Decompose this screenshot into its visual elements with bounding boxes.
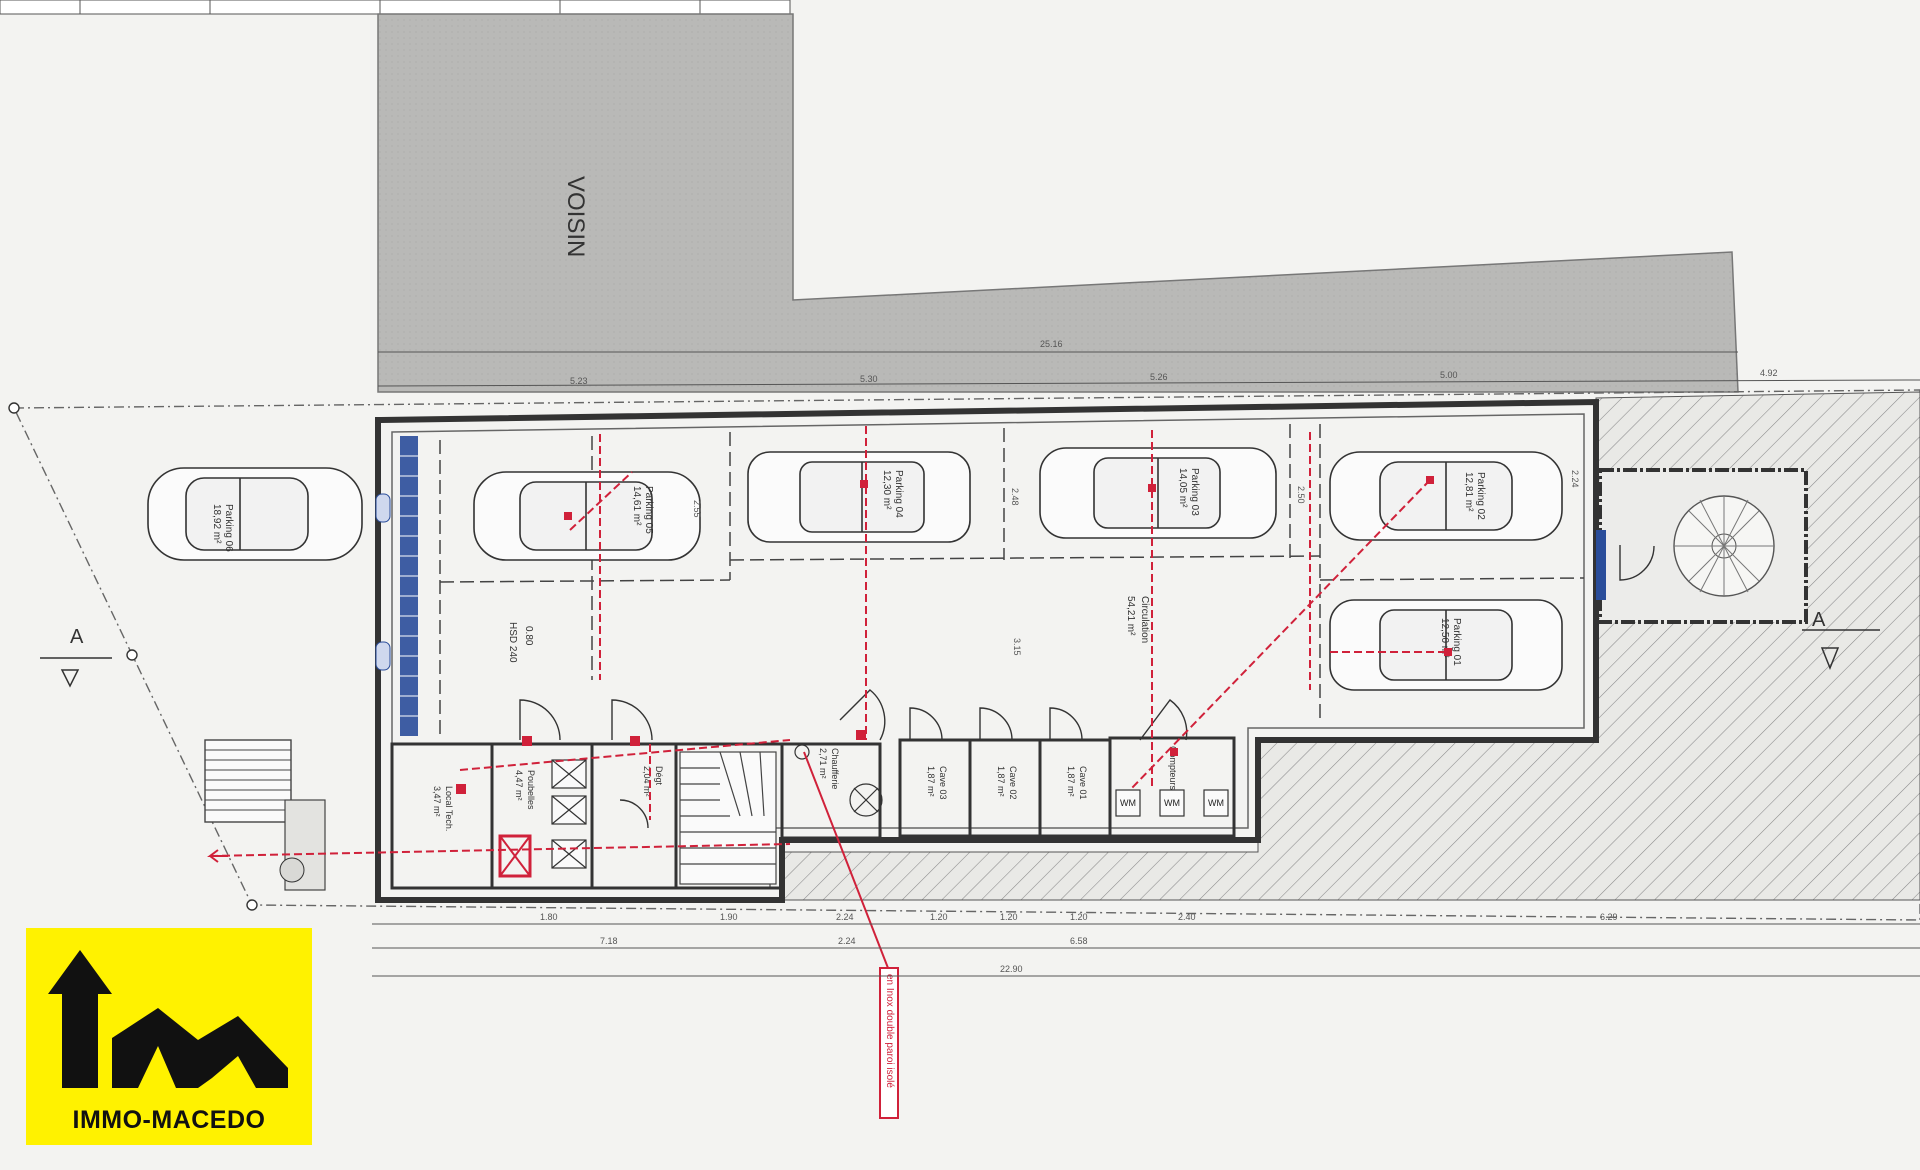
meter-label: WM [1164, 798, 1180, 808]
top-segment-dimension: 4.92 [1760, 368, 1778, 378]
parking-labels: Parking 06 18,92 m² Parking 05 14,61 m² … [211, 468, 1486, 666]
room-area: 2,04 m² [642, 766, 652, 797]
section-label-left: A [70, 626, 84, 648]
room-area: 2,71 m² [818, 748, 828, 779]
bottom-segment-dimension: 1.20 [1000, 912, 1018, 922]
vertical-dimensions: 2.55 2.48 3.15 2.50 2.24 [692, 470, 1580, 656]
room-name: Cave 03 [938, 766, 948, 800]
bottom-segment-dimension: 1.90 [720, 912, 738, 922]
top-segment-dimension: 5.00 [1440, 370, 1458, 380]
parking-01-area: 12,50 m² [1439, 618, 1450, 658]
neighbor-label: VOISIN [562, 176, 589, 257]
hsd-label: HSD 240 [507, 622, 518, 663]
room-name: Cave 01 [1078, 766, 1088, 800]
boiler [794, 744, 883, 817]
service-rooms [390, 736, 1236, 890]
room-name: Poubelles [526, 770, 536, 810]
cars [147, 447, 1563, 691]
parking-dividers [439, 424, 1585, 740]
top-segment-dimension: 5.26 [1150, 372, 1168, 382]
car-01 [1329, 599, 1563, 691]
staircase-tower [1596, 468, 1808, 624]
section-label-right: A [1812, 609, 1826, 631]
bottom-segment-dimension: 1.80 [540, 912, 558, 922]
arrow-left [207, 849, 228, 863]
meter-labels: WM WM WM [1120, 798, 1224, 808]
logo-text: IMMO-MACEDO [72, 1106, 266, 1134]
parking-06-name: Parking 06 [223, 504, 234, 552]
meter-label: WM [1120, 798, 1136, 808]
title-block-strip [0, 0, 791, 15]
top-dimensions: 25.16 5.23 5.30 5.26 5.00 4.92 [377, 339, 1920, 387]
vertical-dimension: 2.24 [1570, 470, 1580, 488]
room-area: 3,47 m² [432, 786, 442, 817]
room-name: Chaufferie [830, 748, 840, 789]
car-06 [147, 467, 363, 561]
parking-01-name: Parking 01 [1451, 618, 1462, 666]
room-area: 1,87 m² [996, 766, 1006, 797]
room-name: Compteurs [1168, 746, 1178, 791]
logo-mark-icon [48, 950, 288, 1088]
bin-equipment [498, 759, 587, 878]
access-ramp [375, 436, 418, 736]
neighbor-building: VOISIN [377, 13, 1739, 393]
parking-05-name: Parking 05 [643, 486, 654, 534]
car-02 [1329, 451, 1563, 541]
room-name: Dégt [654, 766, 664, 786]
bottom-total-dimension: 7.18 [600, 936, 618, 946]
vertical-dimension: 2.50 [1296, 486, 1306, 504]
bottom-segment-dimension: 1.20 [1070, 912, 1088, 922]
room-name: Local Tech. [444, 786, 454, 831]
vertical-dimension: 2.48 [1010, 488, 1020, 506]
water-meters [1115, 789, 1229, 817]
bottom-total-dimension: 6.58 [1070, 936, 1088, 946]
car-04 [747, 451, 971, 543]
parking-05-area: 14,61 m² [631, 486, 642, 526]
car-05 [473, 471, 701, 561]
bottom-segment-dimension: 2.24 [836, 912, 854, 922]
room-area: 1,87 m² [1066, 766, 1076, 797]
meter-label: WM [1208, 798, 1224, 808]
parking-03-area: 14,05 m² [1177, 468, 1188, 508]
room-area: 4,47 m² [514, 770, 524, 801]
hsd-dimension: 0.80 [523, 626, 534, 646]
car-03 [1039, 447, 1277, 539]
bottom-overall-dimension: 22.90 [1000, 964, 1023, 974]
parking-04-name: Parking 04 [893, 470, 904, 518]
circulation-name: Circulation [1139, 596, 1150, 643]
parking-02-name: Parking 02 [1475, 472, 1486, 520]
parking-04-area: 12,30 m² [881, 470, 892, 510]
room-area: 1,87 m² [926, 766, 936, 797]
top-overall-dimension: 25.16 [1040, 339, 1063, 349]
bottom-total-dimension: 2.24 [838, 936, 856, 946]
interior-stairs [679, 751, 777, 885]
room-name: Cave 02 [1008, 766, 1018, 800]
external-stairs [204, 739, 326, 891]
parking-06-area: 18,92 m² [211, 504, 222, 544]
parking-03-name: Parking 03 [1189, 468, 1200, 516]
door-swings [519, 545, 1655, 829]
top-segment-dimension: 5.23 [570, 376, 588, 386]
site-boundary [12, 389, 1920, 921]
bottom-segment-dimension: 2.40 [1178, 912, 1196, 922]
section-markers: A A [40, 609, 1880, 688]
vertical-dimension: 3.15 [1012, 638, 1022, 656]
bottom-segment-dimension: 1.20 [930, 912, 948, 922]
vertical-dimension: 2.55 [692, 500, 702, 518]
grid-markers [8, 402, 258, 911]
circulation-area: 54,21 m² [1125, 596, 1136, 636]
flue-callout: en Inox double paroi isolé [803, 751, 899, 1119]
room-labels: Local Tech. 3,47 m² Poubelles 4,47 m² Dé… [432, 746, 1178, 831]
company-logo: IMMO-MACEDO [26, 928, 312, 1145]
callout-text: en Inox double paroi isolé [884, 974, 895, 1088]
bottom-dimensions: 1.80 1.90 2.24 1.20 1.20 1.20 2.40 6.29 … [372, 912, 1920, 977]
parking-02-area: 12,81 m² [1463, 472, 1474, 512]
red-outlets [456, 476, 1452, 794]
top-segment-dimension: 5.30 [860, 374, 878, 384]
bottom-segment-dimension: 6.29 [1600, 912, 1618, 922]
